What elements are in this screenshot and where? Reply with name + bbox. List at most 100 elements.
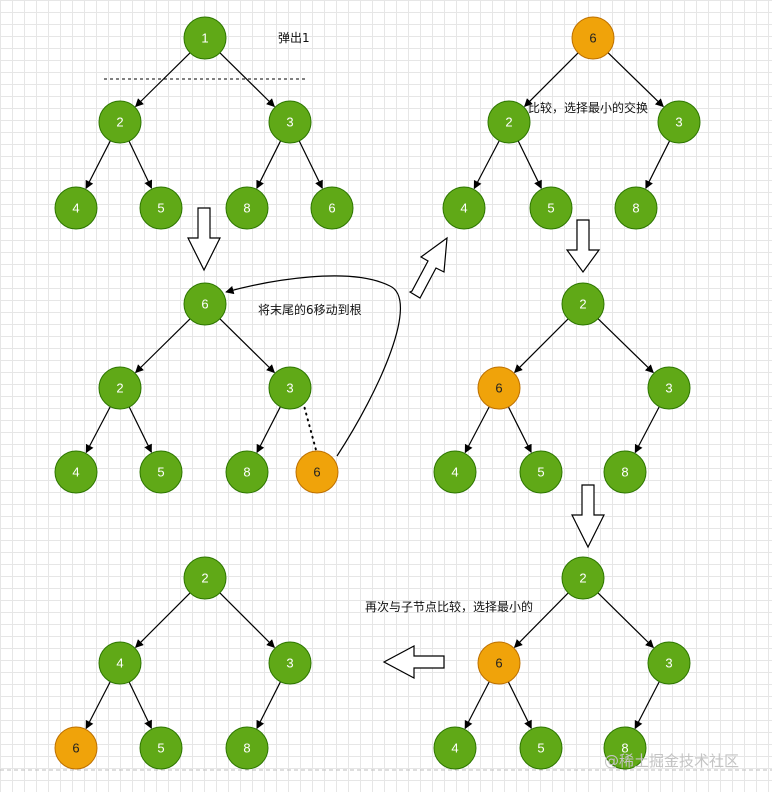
tree-5-edge xyxy=(513,592,569,648)
node-circle xyxy=(603,450,647,494)
tree-6-edge xyxy=(135,592,191,648)
tree-2-node: 6 xyxy=(295,450,339,494)
tree-1-node: 1 xyxy=(183,16,227,60)
node-label: 3 xyxy=(286,656,293,671)
node-circle xyxy=(183,282,227,326)
tree-5-edge xyxy=(464,681,490,730)
down-arrow-3 xyxy=(571,484,605,549)
annotation-compare-swap: 比较，选择最小的交换 xyxy=(528,100,648,115)
watermark-text: @稀土掘金技术社区 xyxy=(604,752,739,770)
node-label: 5 xyxy=(157,201,164,216)
tree-3-node: 4 xyxy=(442,186,486,230)
node-circle xyxy=(54,186,98,230)
node-circle xyxy=(433,726,477,770)
down-arrow-2 xyxy=(565,219,601,274)
tree-4-edge xyxy=(514,318,569,373)
tree-5-node: 2 xyxy=(561,556,605,600)
edges-layer xyxy=(85,52,671,730)
tree-3-edge xyxy=(645,140,671,190)
node-circle xyxy=(647,366,691,410)
tree-3-node: 5 xyxy=(529,186,573,230)
node-label: 8 xyxy=(632,201,639,216)
node-label: 5 xyxy=(157,741,164,756)
tree-4-edge xyxy=(597,318,654,374)
node-circle xyxy=(571,16,615,60)
tree-6-edge xyxy=(128,681,152,729)
tree-1-node: 6 xyxy=(310,186,354,230)
tree-4-node: 8 xyxy=(603,450,647,494)
tree-6-edge xyxy=(256,681,282,730)
tree-2-edge xyxy=(219,318,275,374)
tree-1-node: 4 xyxy=(54,186,98,230)
tree-1-node: 3 xyxy=(268,100,312,144)
tree-1-edge xyxy=(85,140,111,190)
tree-2-edge xyxy=(135,318,191,374)
left-arrow xyxy=(382,645,445,679)
node-label: 2 xyxy=(579,297,586,312)
annotation-pop: 弹出1 xyxy=(278,31,310,45)
node-label: 4 xyxy=(72,465,79,480)
tree-1-node: 8 xyxy=(225,186,269,230)
down-arrow-1 xyxy=(187,207,221,272)
move-curve-arrow xyxy=(225,275,401,457)
tree-2-node: 4 xyxy=(54,450,98,494)
node-label: 3 xyxy=(286,381,293,396)
extras-layer xyxy=(0,78,772,771)
tree-3-node: 3 xyxy=(657,100,701,144)
node-circle xyxy=(561,556,605,600)
tree-6-node: 2 xyxy=(183,556,227,600)
tree-3-edge xyxy=(473,140,500,190)
node-label: 6 xyxy=(201,297,208,312)
tree-4-node: 6 xyxy=(477,366,521,410)
tree-3-node: 8 xyxy=(614,186,658,230)
tree-4-edge xyxy=(507,406,532,454)
node-circle xyxy=(561,282,605,326)
node-label: 3 xyxy=(665,656,672,671)
tree-2-node: 8 xyxy=(225,450,269,494)
node-circle xyxy=(139,450,183,494)
node-label: 3 xyxy=(675,115,682,130)
dotted-link xyxy=(302,401,317,451)
tree-4-node: 3 xyxy=(647,366,691,410)
tree-4-edge xyxy=(634,406,660,454)
annotation-compare-again: 再次与子节点比较，选择最小的 xyxy=(365,599,533,614)
node-label: 6 xyxy=(328,201,335,216)
node-circle xyxy=(477,366,521,410)
tree-6-edge xyxy=(85,681,111,730)
tree-2-node: 2 xyxy=(98,366,142,410)
node-circle xyxy=(54,450,98,494)
node-circle xyxy=(310,186,354,230)
node-circle xyxy=(614,186,658,230)
tree-3-edge xyxy=(524,52,579,107)
node-label: 8 xyxy=(243,465,250,480)
tree-6-node: 6 xyxy=(54,726,98,770)
tree-2-node: 6 xyxy=(183,282,227,326)
node-circle xyxy=(268,641,312,685)
node-label: 5 xyxy=(537,741,544,756)
node-label: 8 xyxy=(621,465,628,480)
node-circle xyxy=(225,186,269,230)
node-label: 1 xyxy=(201,31,208,46)
node-circle xyxy=(519,726,563,770)
tree-1-edge xyxy=(135,52,191,108)
node-circle xyxy=(268,366,312,410)
node-circle xyxy=(98,100,142,144)
node-circle xyxy=(295,450,339,494)
tree-6-node: 5 xyxy=(139,726,183,770)
node-circle xyxy=(442,186,486,230)
tree-1-node: 2 xyxy=(98,100,142,144)
tree-1-edge xyxy=(128,140,153,189)
node-label: 4 xyxy=(451,465,458,480)
tree-3-edge xyxy=(517,140,542,189)
tree-2-edge xyxy=(85,406,111,454)
node-label: 2 xyxy=(116,115,123,130)
tree-5-node: 5 xyxy=(519,726,563,770)
node-circle xyxy=(529,186,573,230)
node-circle xyxy=(54,726,98,770)
up-right-arrow xyxy=(408,236,448,299)
tree-5-edge xyxy=(507,681,532,730)
tree-5-edge xyxy=(634,681,660,730)
node-circle xyxy=(268,100,312,144)
